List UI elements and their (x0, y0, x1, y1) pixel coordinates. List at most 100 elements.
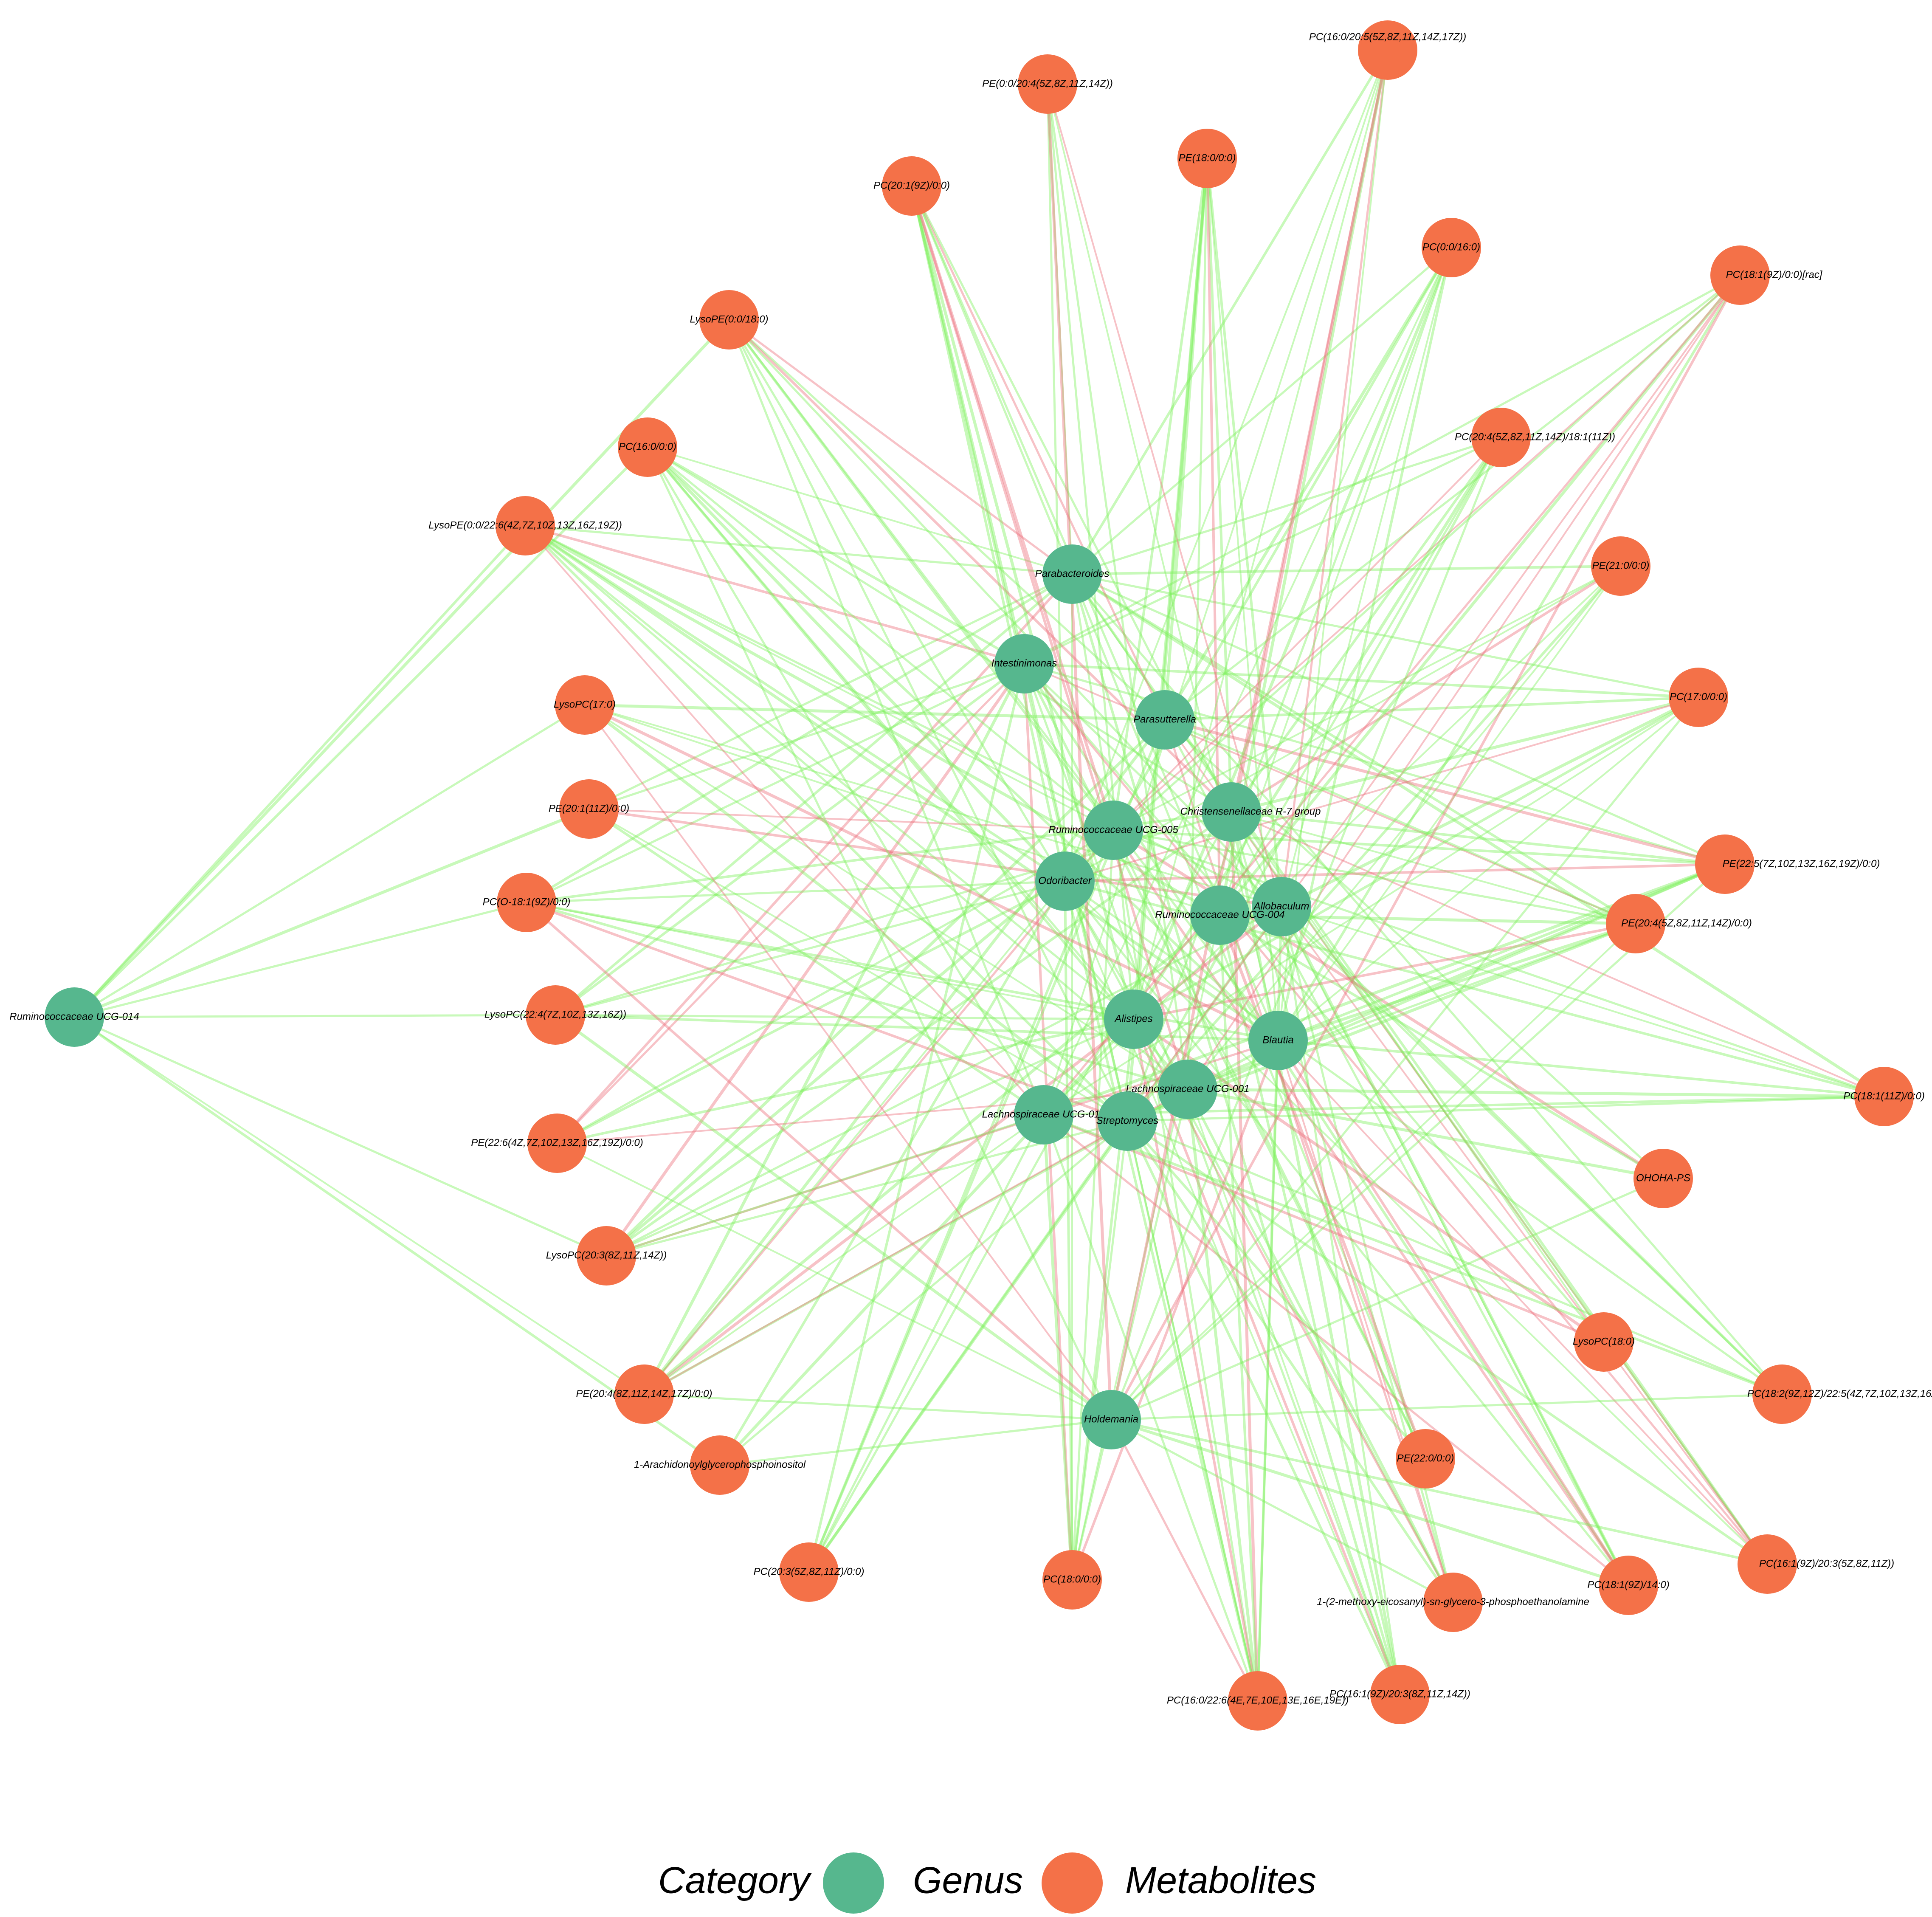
edge-alistipes-to-metabolite-4 (1132, 247, 1453, 1020)
edge-streptomyces-to-metabolite-13 (588, 808, 1128, 1122)
edge-christensenellaceae-r-7-group-to-metabolite-32 (1230, 812, 1259, 1701)
edge-ruminococcaceae-ucg-004-to-metabolite-0 (1218, 50, 1389, 916)
genus-node-parabacteroides: Parabacteroides (1035, 544, 1109, 604)
edge-allobaculum-to-metabolite-9 (524, 524, 1282, 908)
edge-ruminococcaceae-ucg-005-to-metabolite-9 (525, 525, 1114, 831)
edge-ruminococcaceae-ucg-005-to-metabolite-26 (1112, 829, 1427, 1460)
genus-node-circle (45, 987, 104, 1047)
edge-intestinimonas-to-metabolite-21 (605, 662, 1025, 1257)
edge-parabacteroides-to-metabolite-8 (1072, 436, 1501, 575)
metabolite-node-label: LysoPE(0:0/22:6(4Z,7Z,10Z,13Z,16Z,19Z)) (428, 519, 622, 531)
edge-blautia-to-metabolite-5 (1277, 274, 1741, 1041)
genus-node-circle (1104, 990, 1163, 1049)
metabolite-node-circle (526, 985, 585, 1045)
legend: Category Genus Metabolites (658, 1852, 1316, 1914)
edge-lachnospiraceae-ucg-001-to-metabolite-31 (1186, 1088, 1454, 1603)
metabolite-node-circle (1738, 1534, 1797, 1594)
edge-alistipes-to-metabolite-2 (1132, 158, 1209, 1020)
edge-ruminococcaceae-ucg-005-to-metabolite-30 (1112, 829, 1630, 1586)
edge-parabacteroides-to-metabolite-13 (588, 573, 1073, 810)
edge-intestinimonas-to-metabolite-26 (1023, 663, 1427, 1460)
edge-holdemania-to-metabolite-7 (646, 446, 1112, 1421)
genus-node-circle (1084, 801, 1143, 860)
genus-node-label: Blautia (1262, 1034, 1293, 1046)
metabolite-node-pe-22-6-4z-7z-10z-13z-16z-19z-0-0: PE(22:6(4Z,7Z,10Z,13Z,16Z,19Z)/0:0) (471, 1114, 643, 1173)
genus-node-holdemania: Holdemania (1081, 1390, 1141, 1449)
genus-node-label: Lachnospiraceae UCG-001 (1126, 1083, 1250, 1094)
edge-odoribacter-to-metabolite-3 (910, 186, 1066, 882)
metabolite-node-pc-o-18-1-9z-0-0: PC(O-18:1(9Z)/0:0) (483, 873, 570, 932)
edge-allobaculum-to-metabolite-4 (1281, 247, 1452, 907)
metabolite-node-circle (1370, 1665, 1430, 1724)
edge-ruminococcaceae-ucg-005-to-metabolite-10 (1113, 565, 1621, 831)
genus-node-circle (1252, 877, 1311, 936)
edge-ruminococcaceae-ucg-005-to-metabolite-19 (556, 829, 1114, 1145)
edge-alistipes-to-metabolite-19 (557, 1018, 1134, 1145)
metabolite-node-pe-18-0-0-0: PE(18:0/0:0) (1177, 129, 1237, 188)
metabolite-node-pc-18-0-0-0: PC(18:0/0:0) (1042, 1550, 1102, 1610)
edge-intestinimonas-to-metabolite-14 (1024, 662, 1725, 865)
edge-streptomyces-to-metabolite-28 (1071, 1121, 1129, 1580)
edge-ruminococcaceae-ucg-005-to-metabolite-23 (643, 829, 1114, 1395)
metabolite-node-pc-16-0-20-5-5z-8z-11z-14z-17z: PC(16:0/20:5(5Z,8Z,11Z,14Z,17Z)) (1309, 20, 1466, 80)
edge-ruminococcaceae-ucg-014-to-metabolite-21 (73, 1016, 607, 1257)
edge-parasutterella-to-metabolite-30 (1163, 719, 1630, 1586)
edge-parasutterella-to-metabolite-5 (1164, 274, 1741, 721)
edge-streptomyces-to-metabolite-8 (1126, 437, 1502, 1122)
edge-odoribacter-to-metabolite-23 (643, 880, 1066, 1395)
metabolite-node-lysopc-17-0: LysoPC(17:0) (554, 675, 616, 735)
metabolite-node-circle (497, 873, 556, 932)
edge-allobaculum-to-metabolite-23 (643, 905, 1283, 1395)
metabolite-node-label: LysoPC(18:0) (1573, 1336, 1635, 1347)
metabolite-node-label: PC(18:1(9Z)/14:0) (1587, 1579, 1669, 1590)
edge-holdemania-to-metabolite-19 (557, 1142, 1112, 1421)
metabolite-node-label: LysoPC(22:4(7Z,10Z,13Z,16Z)) (484, 1009, 626, 1020)
metabolite-node-circle (1574, 1312, 1633, 1372)
metabolite-node-label: LysoPC(17:0) (554, 699, 616, 710)
metabolite-node-circle (699, 290, 759, 350)
metabolite-node-circle (1591, 536, 1650, 596)
genus-node-label: Ruminococcaceae UCG-005 (1048, 824, 1178, 835)
edge-ruminococcaceae-ucg-004-to-metabolite-20 (1219, 914, 1664, 1180)
edge-allobaculum-to-metabolite-27 (808, 905, 1283, 1573)
edge-holdemania-to-metabolite-15 (526, 901, 1112, 1421)
edge-holdemania-to-metabolite-1 (1046, 84, 1113, 1420)
genus-node-circle (1035, 851, 1095, 911)
edge-holdemania-to-metabolite-23 (644, 1393, 1112, 1421)
edge-odoribacter-to-metabolite-1 (1046, 84, 1066, 882)
metabolite-node-label: PE(20:1(11Z)/0:0) (549, 803, 629, 814)
edge-holdemania-to-metabolite-14 (1110, 863, 1726, 1421)
edge-lachnospiraceae-ucg-010-to-metabolite-14 (1043, 863, 1726, 1116)
edge-streptomyces-to-metabolite-4 (1126, 247, 1453, 1122)
edge-parasutterella-to-metabolite-16 (1164, 719, 1636, 925)
edge-blautia-to-metabolite-7 (646, 446, 1279, 1042)
edge-odoribacter-to-metabolite-30 (1064, 880, 1629, 1586)
edge-alistipes-to-metabolite-3 (910, 186, 1135, 1020)
edge-streptomyces-to-metabolite-10 (1126, 565, 1622, 1122)
edge-parasutterella-to-metabolite-27 (808, 719, 1166, 1573)
edge-lachnospiraceae-ucg-001-to-metabolite-20 (1187, 1088, 1664, 1180)
edge-holdemania-to-metabolite-0 (1110, 50, 1389, 1420)
edge-ruminococcaceae-ucg-005-to-metabolite-13 (589, 808, 1114, 831)
edge-ruminococcaceae-ucg-005-to-metabolite-27 (808, 829, 1115, 1573)
metabolite-node-label: PC(18:0/0:0) (1043, 1573, 1101, 1585)
genus-node-ruminococcaceae-ucg-014: Ruminococcaceae UCG-014 (9, 987, 139, 1047)
edge-holdemania-to-metabolite-17 (554, 1014, 1112, 1421)
edge-lachnospiraceae-ucg-010-to-metabolite-7 (646, 446, 1045, 1116)
edge-lachnospiraceae-ucg-010-to-metabolite-22 (1043, 1114, 1605, 1343)
metabolite-node-pe-22-5-7z-10z-13z-16z-19z-0-0: PE(22:5(7Z,10Z,13Z,16Z,19Z)/0:0) (1695, 834, 1880, 894)
metabolite-node-pc-18-1-9z-0-0-rac: PC(18:1(9Z)/0:0)[rac] (1710, 245, 1823, 305)
edge-odoribacter-to-metabolite-5 (1064, 274, 1741, 882)
edge-ruminococcaceae-ucg-005-to-metabolite-20 (1112, 829, 1664, 1180)
edge-ruminococcaceae-ucg-004-to-metabolite-11 (584, 704, 1220, 916)
edge-streptomyces-to-metabolite-18 (1127, 1095, 1884, 1122)
edge-allobaculum-to-metabolite-30 (1280, 906, 1630, 1586)
edge-christensenellaceae-r-7-group-to-metabolite-21 (606, 811, 1232, 1257)
edge-streptomyces-to-metabolite-32 (1127, 1121, 1259, 1701)
edge-blautia-to-metabolite-18 (1278, 1039, 1884, 1098)
edge-christensenellaceae-r-7-group-to-metabolite-29 (1230, 811, 1769, 1565)
edge-allobaculum-to-metabolite-1 (1047, 84, 1282, 907)
edge-holdemania-to-metabolite-16 (1110, 923, 1636, 1421)
edge-allobaculum-to-metabolite-6 (728, 319, 1282, 908)
